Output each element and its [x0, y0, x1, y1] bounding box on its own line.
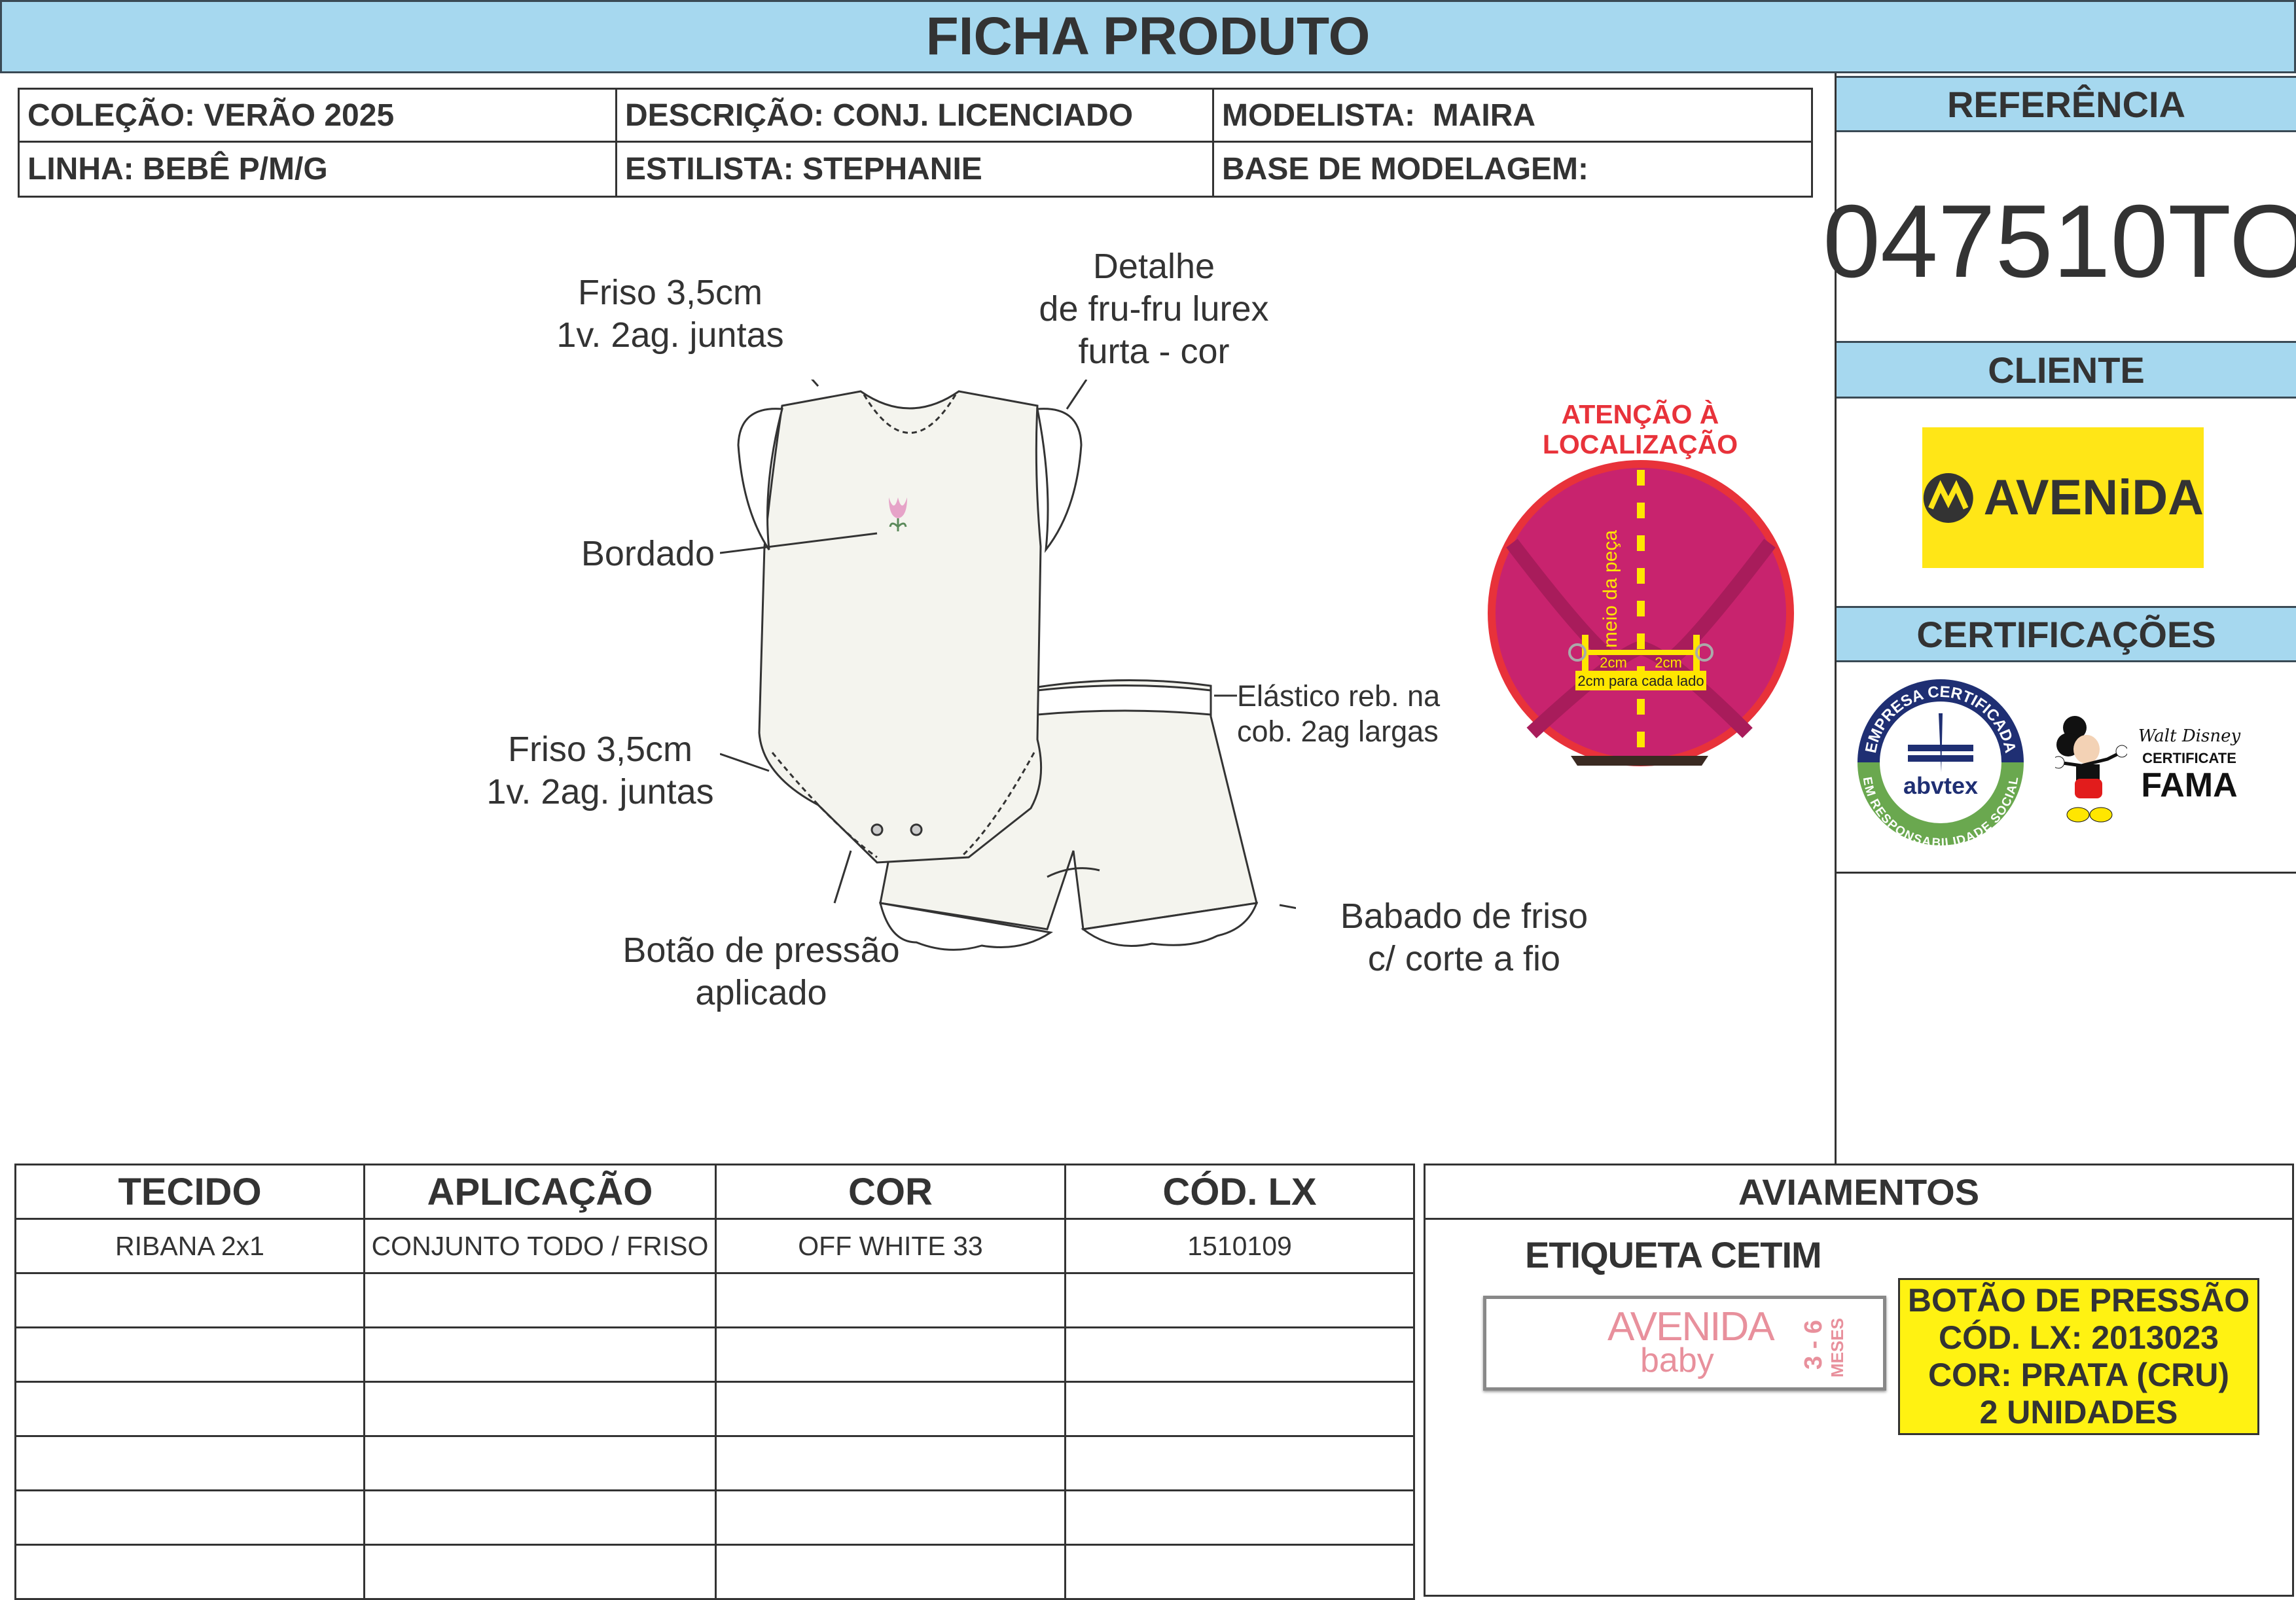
client-logo: AVENiDA [1922, 427, 2204, 568]
aviamentos-header: AVIAMENTOS [1426, 1165, 2292, 1220]
table-cell [1064, 1381, 1415, 1437]
label-sub: baby [1640, 1342, 1714, 1379]
table-row [14, 1381, 1415, 1437]
page-title: FICHA PRODUTO [0, 0, 2296, 73]
center-label: meio da peça [1600, 530, 1621, 648]
garment-technical-drawing [720, 380, 1296, 951]
callout-friso-top: Friso 3,5cm 1v. 2ag. juntas [556, 273, 784, 355]
table-row [14, 1435, 1415, 1491]
table-cell [363, 1381, 717, 1437]
table-cell [363, 1326, 717, 1383]
snap-line: COR: PRATA (CRU) [1928, 1357, 2230, 1393]
right-column [1835, 73, 2296, 1164]
modelista: MODELISTA: MAIRA [1214, 90, 1811, 143]
certificacoes-header: CERTIFICAÇÕES [1837, 606, 2296, 662]
table-cell [14, 1326, 365, 1383]
table-row [14, 1489, 1415, 1546]
table-cell: OFF WHITE 33 [715, 1218, 1066, 1274]
etiqueta-title: ETIQUETA CETIM [1525, 1234, 1822, 1275]
table-cell [1064, 1272, 1415, 1328]
linha: LINHA: BEBÊ P/M/G [20, 143, 617, 196]
base-modelagem: BASE DE MODELAGEM: [1222, 152, 1589, 187]
abvtex-certificate-logo: EMPRESA CERTIFICADA EM RESPONSABILIDADE … [1857, 679, 2024, 850]
snap-button-spec: BOTÃO DE PRESSÃO CÓD. LX: 2013023 COR: P… [1898, 1278, 2259, 1435]
measure-note: 2cm para cada lado [1577, 673, 1704, 689]
table-cell [715, 1489, 1066, 1546]
placement-detail-photo: meio da peça 2cm 2cm 2cm para cada lado [1488, 460, 1794, 766]
table-cell [1064, 1435, 1415, 1491]
fama-label: FAMA [2141, 766, 2238, 804]
table-cell [1064, 1489, 1415, 1546]
cliente-header: CLIENTE [1837, 341, 2296, 399]
table-cell [14, 1272, 365, 1328]
table-cell [715, 1272, 1066, 1328]
attention-title: ATENÇÃO À LOCALIZAÇÃO [1542, 399, 1738, 459]
callout-detalhe-frufru: Detalhe de fru-fru lurex furta - cor [1039, 247, 1269, 371]
left-measure: 2cm [1600, 654, 1627, 671]
table-cell [1064, 1544, 1415, 1600]
certificate-label: CERTIFICATE [2142, 750, 2236, 766]
client-name: AVENiDA [1983, 470, 2204, 525]
col-cod-lx: CÓD. LX [1064, 1164, 1415, 1220]
table-cell [715, 1435, 1066, 1491]
right-measure: 2cm [1655, 654, 1682, 671]
callout-bordado: Bordado [581, 534, 715, 573]
label-size: 3 - 6 [1800, 1319, 1827, 1370]
table-cell [1064, 1326, 1415, 1383]
callout-friso-bottom: Friso 3,5cm 1v. 2ag. juntas [486, 730, 714, 811]
estilista: ESTILISTA: STEPHANIE [617, 143, 1214, 196]
table-row [14, 1272, 1415, 1328]
aviamentos-panel: AVIAMENTOS [1424, 1164, 2294, 1597]
table-cell [715, 1326, 1066, 1383]
table-cell [715, 1381, 1066, 1437]
info-table: COLEÇÃO: VERÃO 2025 DESCRIÇÃO: CONJ. LIC… [18, 88, 1813, 198]
table-row [14, 1544, 1415, 1600]
label-unit: MESES [1827, 1317, 1847, 1378]
snap-line: CÓD. LX: 2013023 [1939, 1319, 2219, 1356]
table-row [14, 1326, 1415, 1383]
table-cell [14, 1381, 365, 1437]
callout-babado: Babado de friso c/ corte a fio [1340, 897, 1588, 978]
svg-text:abvtex: abvtex [1903, 772, 1978, 799]
disney-brand: Walt Disney [2138, 726, 2241, 746]
descricao: DESCRIÇÃO: CONJ. LICENCIADO [617, 90, 1214, 143]
col-aplicacao: APLICAÇÃO [363, 1164, 717, 1220]
table-cell [363, 1272, 717, 1328]
reference-number: 047510TO [1823, 183, 2296, 299]
colecao: COLEÇÃO: VERÃO 2025 [20, 90, 617, 143]
table-cell [363, 1489, 717, 1546]
table-cell [14, 1489, 365, 1546]
table-cell [14, 1435, 365, 1491]
disney-certificate: Walt Disney CERTIFICATE FAMA [2134, 726, 2245, 804]
referencia-header: REFERÊNCIA [1837, 76, 2296, 132]
divider [1837, 872, 2296, 874]
col-cor: COR [715, 1164, 1066, 1220]
snap-line: 2 UNIDADES [1979, 1394, 2178, 1431]
mickey-icon [2055, 716, 2127, 823]
satin-label: AVENIDA baby 3 - 6 MESES [1483, 1296, 1886, 1391]
table-cell [715, 1544, 1066, 1600]
table-cell [14, 1544, 365, 1600]
col-tecido: TECIDO [14, 1164, 365, 1220]
table-cell [363, 1435, 717, 1491]
callout-botao-pressao: Botão de pressão aplicado [622, 931, 900, 1012]
table-cell: 1510109 [1064, 1218, 1415, 1274]
table-cell [363, 1544, 717, 1600]
table-cell: RIBANA 2x1 [14, 1218, 365, 1274]
avenida-logo-icon [1923, 472, 1973, 523]
callout-elastico: Elástico reb. na cob. 2ag largas [1237, 679, 1441, 748]
tulip-embroidery-icon [889, 497, 907, 531]
snap-line: BOTÃO DE PRESSÃO [1907, 1282, 2250, 1319]
label-brand: AVENIDA [1607, 1304, 1775, 1349]
table-cell: CONJUNTO TODO / FRISO [363, 1218, 717, 1274]
